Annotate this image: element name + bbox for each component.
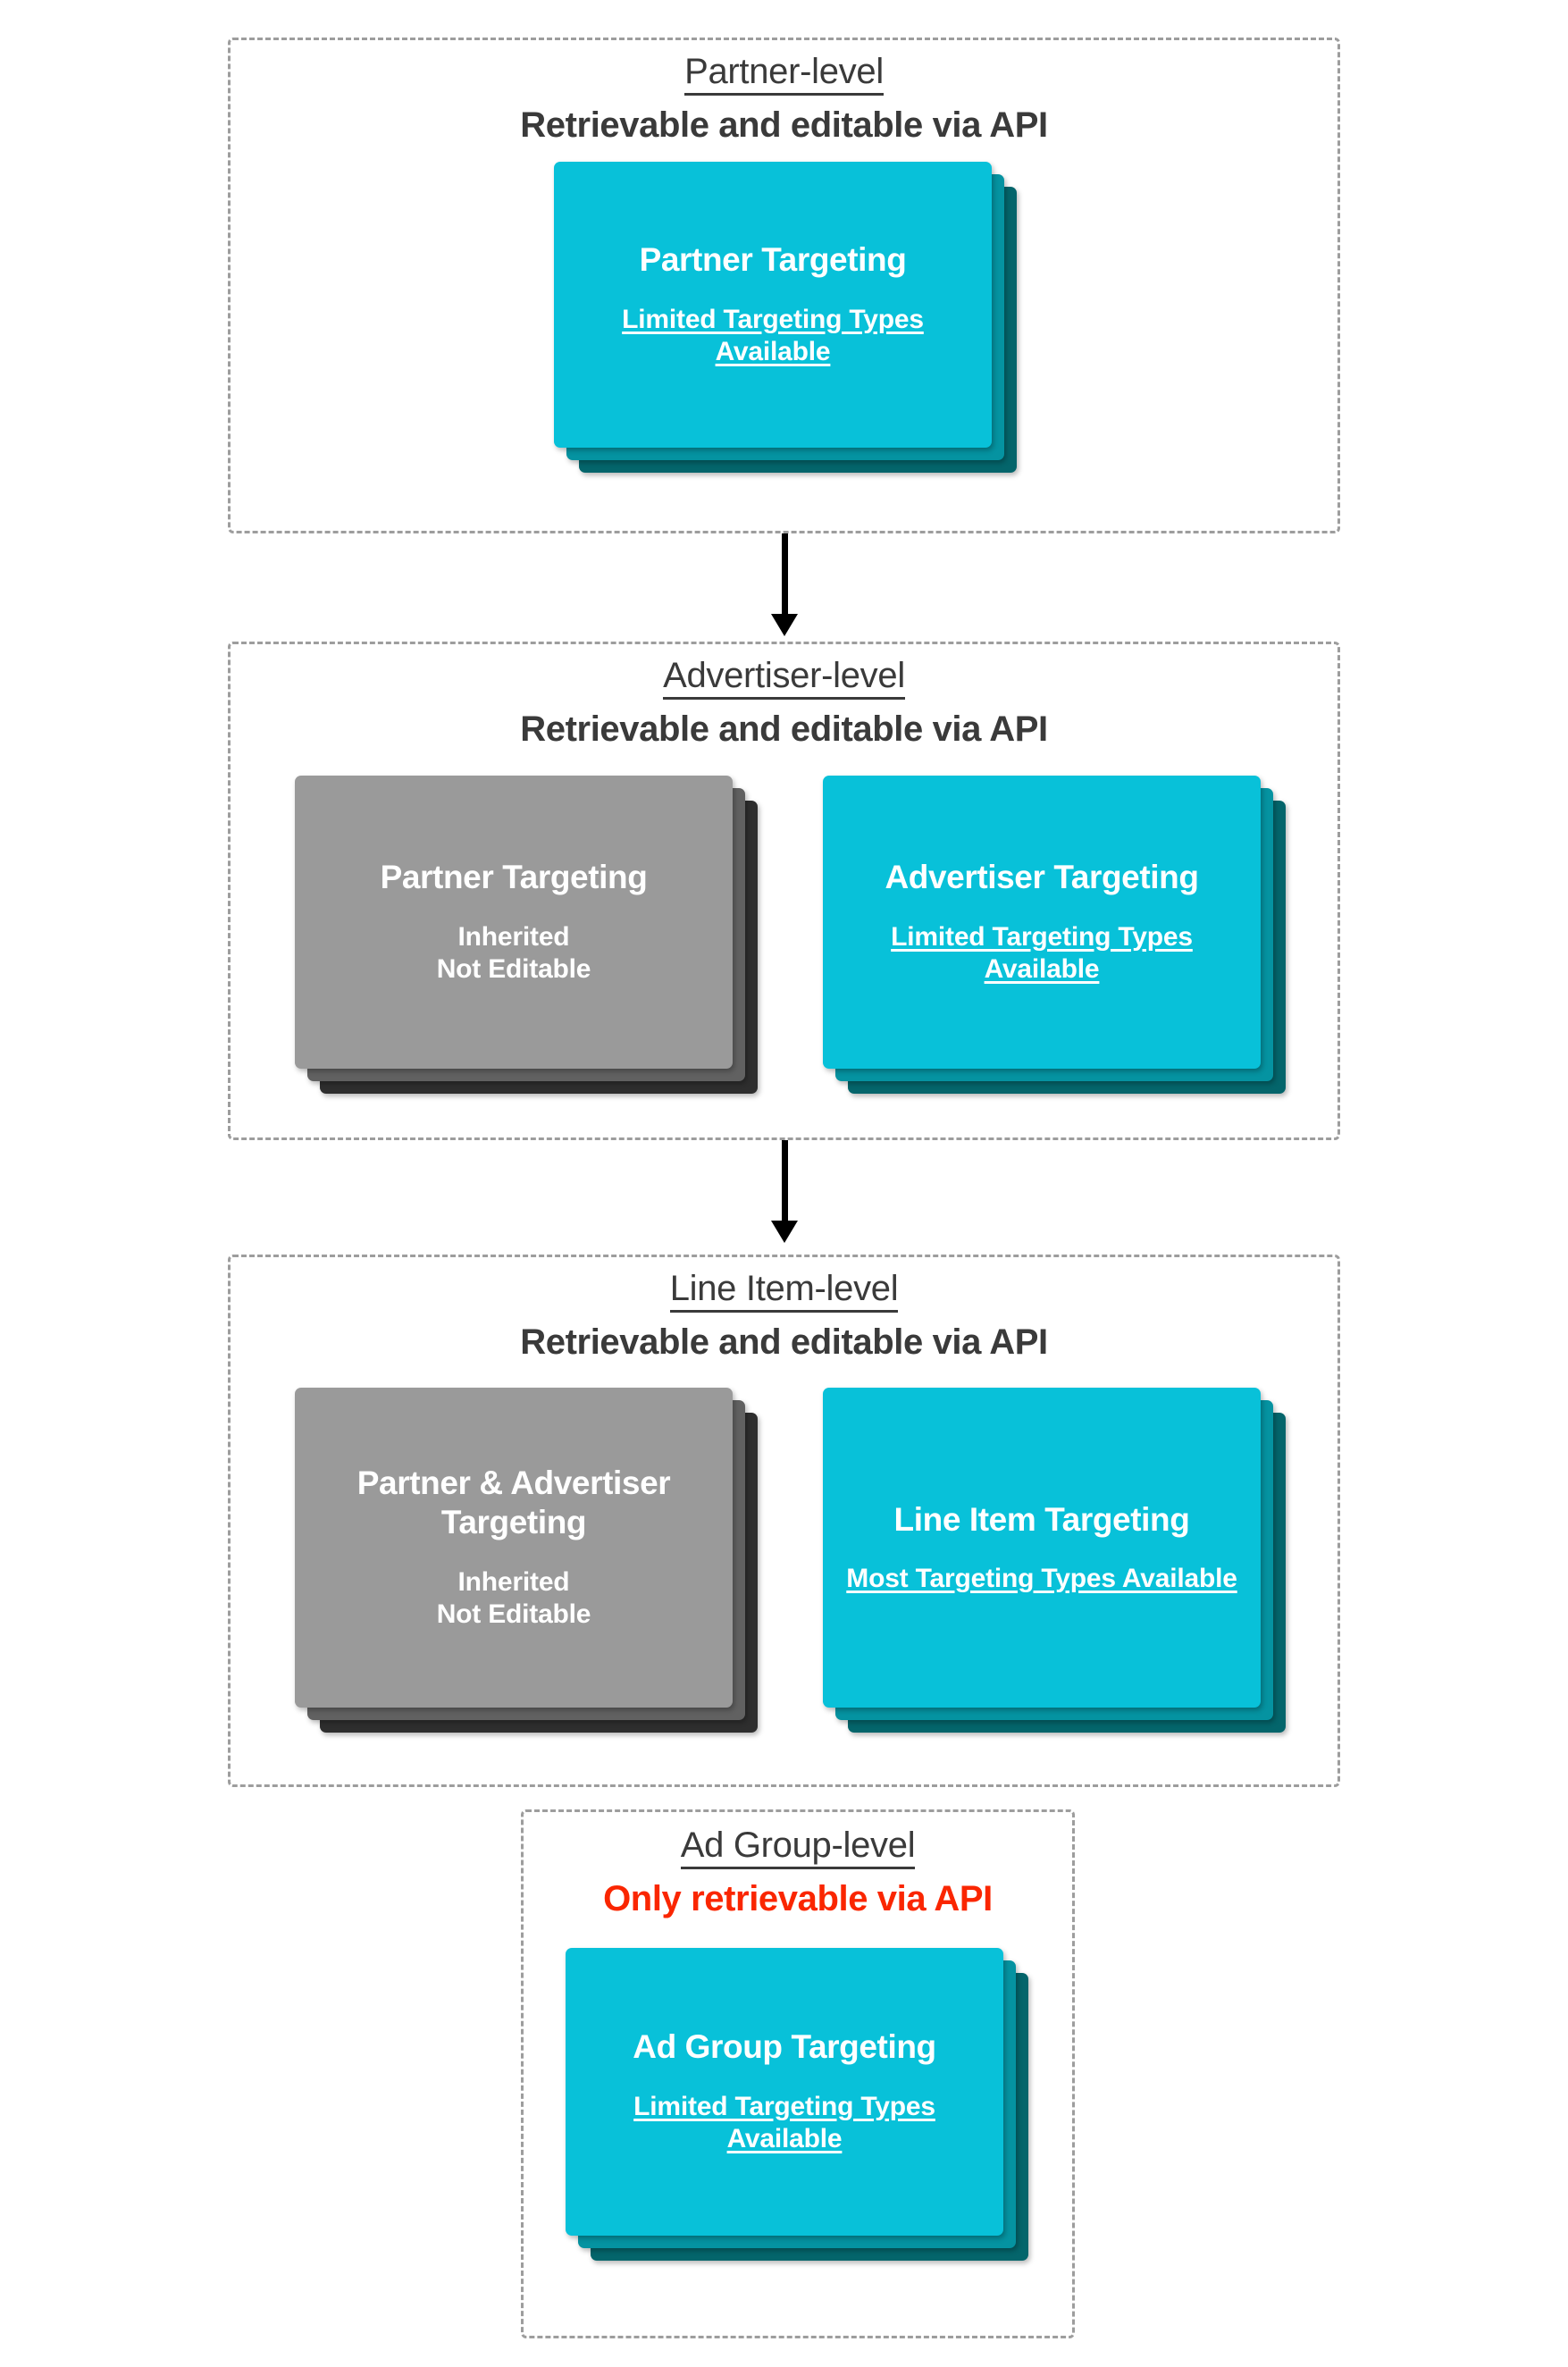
connector-shaft bbox=[782, 1140, 788, 1221]
connector-advertiser-to-line-item bbox=[771, 1140, 798, 1243]
level-box-line-item: Line Item-level Retrievable and editable… bbox=[228, 1255, 1340, 1787]
card-line-item-targeting[interactable]: Line Item Targeting Most Targeting Types… bbox=[823, 1388, 1261, 1708]
card-stack-ad-group-targeting[interactable]: Ad Group Targeting Limited Targeting Typ… bbox=[566, 1948, 1030, 2270]
level-title-line-item: Line Item-level bbox=[231, 1268, 1337, 1313]
level-title-partner: Partner-level bbox=[231, 51, 1337, 96]
card-title: Partner Targeting bbox=[639, 241, 907, 279]
card-note-line-1: Inherited bbox=[457, 921, 570, 952]
card-title: Line Item Targeting bbox=[893, 1500, 1190, 1538]
level-title-ad-group: Ad Group-level bbox=[524, 1825, 1072, 1869]
card-stack-advertiser-targeting[interactable]: Advertiser Targeting Limited Targeting T… bbox=[823, 776, 1287, 1106]
card-title: Ad Group Targeting bbox=[633, 2028, 936, 2066]
level-api-note-partner: Retrievable and editable via API bbox=[520, 105, 1048, 146]
card-stack-line-item-targeting[interactable]: Line Item Targeting Most Targeting Types… bbox=[823, 1388, 1287, 1745]
card-title: Advertiser Targeting bbox=[885, 859, 1199, 896]
connector-shaft bbox=[782, 533, 788, 614]
card-note: Most Targeting Types Available bbox=[846, 1563, 1237, 1593]
card-note-line-1: Inherited bbox=[457, 1566, 570, 1597]
level-title-partner-text: Partner-level bbox=[684, 52, 884, 96]
card-note-line-2: Not Editable bbox=[436, 1599, 591, 1630]
level-api-note-advertiser: Retrievable and editable via API bbox=[520, 709, 1048, 750]
card-stack-partner-targeting[interactable]: Partner Targeting Limited Targeting Type… bbox=[554, 162, 1019, 479]
level-title-line-item-text: Line Item-level bbox=[669, 1269, 899, 1313]
card-inherited-partner-advertiser-targeting[interactable]: Partner & Advertiser Targeting Inherited… bbox=[295, 1388, 733, 1708]
card-note: Limited Targeting Types Available bbox=[633, 2091, 935, 2154]
level-box-ad-group: Ad Group-level Only retrievable via API … bbox=[521, 1809, 1075, 2338]
card-note-line-2: Not Editable bbox=[436, 954, 591, 985]
connector-partner-to-advertiser bbox=[771, 533, 798, 636]
card-title: Partner & Advertiser Targeting bbox=[356, 1465, 671, 1541]
connector-arrowhead bbox=[771, 614, 798, 636]
level-box-advertiser: Advertiser-level Retrievable and editabl… bbox=[228, 642, 1340, 1140]
card-note: Inherited Not Editable bbox=[437, 921, 591, 986]
level-title-ad-group-text: Ad Group-level bbox=[680, 1826, 916, 1869]
level-api-note-ad-group: Only retrievable via API bbox=[603, 1879, 993, 1919]
card-inherited-partner-targeting[interactable]: Partner Targeting Inherited Not Editable bbox=[295, 776, 733, 1069]
level-title-advertiser-text: Advertiser-level bbox=[663, 656, 905, 700]
card-stack-line-item-inherited[interactable]: Partner & Advertiser Targeting Inherited… bbox=[295, 1388, 759, 1745]
card-note: Inherited Not Editable bbox=[437, 1566, 591, 1632]
level-api-note-line-item: Retrievable and editable via API bbox=[520, 1322, 1048, 1363]
card-partner-targeting[interactable]: Partner Targeting Limited Targeting Type… bbox=[554, 162, 992, 448]
card-advertiser-targeting[interactable]: Advertiser Targeting Limited Targeting T… bbox=[823, 776, 1261, 1069]
card-stack-advertiser-inherited[interactable]: Partner Targeting Inherited Not Editable bbox=[295, 776, 759, 1106]
card-note: Limited Targeting Types Available bbox=[622, 304, 924, 367]
connector-arrowhead bbox=[771, 1221, 798, 1243]
card-ad-group-targeting[interactable]: Ad Group Targeting Limited Targeting Typ… bbox=[566, 1948, 1003, 2236]
level-box-partner: Partner-level Retrievable and editable v… bbox=[228, 38, 1340, 533]
card-note: Limited Targeting Types Available bbox=[891, 921, 1193, 985]
card-title: Partner Targeting bbox=[380, 859, 648, 896]
level-title-advertiser: Advertiser-level bbox=[231, 655, 1337, 700]
